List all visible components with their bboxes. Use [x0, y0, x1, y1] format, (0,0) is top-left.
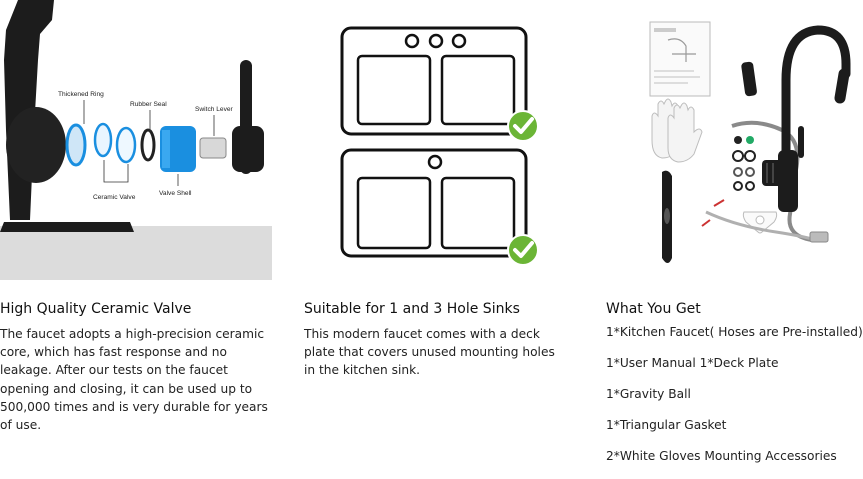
faucet-hub [6, 107, 66, 183]
feature-title: Suitable for 1 and 3 Hole Sinks [304, 301, 520, 317]
callout-rubber-seal: Rubber Seal [130, 101, 167, 108]
mounting-accessories-icon [732, 136, 756, 191]
faucet-base [0, 222, 134, 232]
feature-description: This modern faucet comes with a deck pla… [304, 327, 555, 378]
package-contents-image [606, 0, 856, 282]
callout-thickened-ring: Thickened Ring [58, 91, 104, 98]
feature-card-ceramic-valve: Thickened Ring Rubber Seal Switch Lever … [0, 0, 272, 432]
ceramic-valve-image: Thickened Ring Rubber Seal Switch Lever … [0, 0, 272, 280]
ceramic-valve-disc-2 [115, 126, 137, 164]
valve-exploded-diagram: Thickened Ring Rubber Seal Switch Lever … [0, 0, 272, 280]
feature-title: High Quality Ceramic Valve [0, 301, 192, 317]
callout-ceramic-valve: Ceramic Valve [93, 194, 136, 201]
check-icon [507, 110, 539, 142]
thickened-ring-part [65, 123, 87, 167]
sink-holes-image [304, 0, 564, 282]
floor-shadow [0, 226, 272, 280]
feature-card-what-you-get: What You Get 1*Kitchen Faucet( Hoses are… [606, 0, 863, 463]
callout-switch-lever: Switch Lever [195, 106, 234, 113]
list-item: 1*Triangular Gasket [606, 418, 727, 432]
package-contents [649, 21, 851, 263]
sink-one-hole [340, 148, 528, 258]
sink-basin [440, 54, 516, 126]
package-contents-list: 1*Kitchen Faucet( Hoses are Pre-installe… [606, 324, 863, 479]
user-manual-icon [649, 21, 711, 97]
sink-basin [356, 54, 432, 126]
sink-basin [440, 176, 516, 250]
check-icon [507, 234, 539, 266]
list-item: 2*White Gloves Mounting Accessories [606, 449, 837, 463]
list-item: 1*Kitchen Faucet( Hoses are Pre-installe… [606, 325, 863, 339]
feature-card-sink-holes: Suitable for 1 and 3 Hole Sinks This mod… [304, 0, 564, 377]
ceramic-valve-disc-1 [93, 122, 113, 158]
list-item: 1*User Manual 1*Deck Plate [606, 356, 779, 370]
mounting-hole [451, 33, 467, 49]
hoses-icon [701, 120, 829, 243]
white-gloves-icon [651, 98, 703, 163]
list-item: 1*Gravity Ball [606, 387, 691, 401]
sink-three-hole [340, 26, 528, 136]
mounting-hole [428, 33, 444, 49]
sink-diagrams [340, 26, 539, 266]
callout-valve-shell: Valve Shell [159, 190, 192, 197]
sink-basin [356, 176, 432, 250]
feature-description: The faucet adopts a high-precision ceram… [0, 327, 268, 433]
switch-stem-part [199, 137, 227, 159]
mounting-hole [404, 33, 420, 49]
rubber-seal-part [140, 128, 156, 162]
callout-line-ceramic-valve [103, 160, 129, 183]
feature-title: What You Get [606, 301, 701, 317]
mounting-hole [427, 154, 443, 170]
kitchen-faucet-icon [741, 25, 851, 212]
